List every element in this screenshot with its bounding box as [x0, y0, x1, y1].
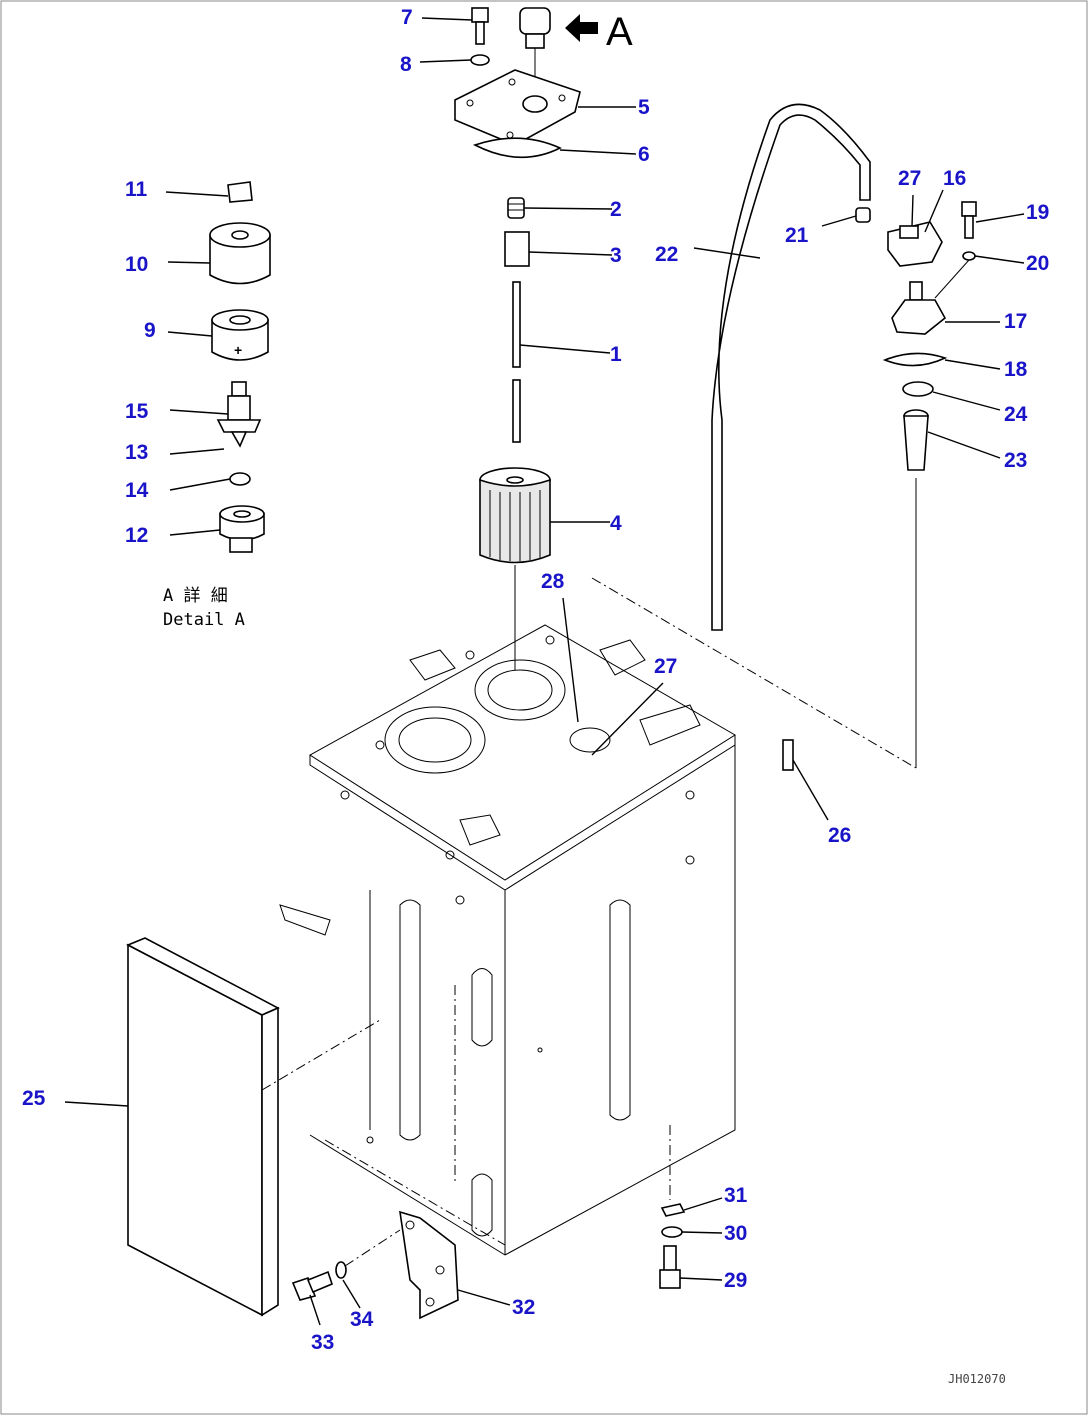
adapter-part-12	[219, 505, 265, 553]
callout-21: 21	[785, 224, 809, 247]
cover-part-5	[454, 69, 581, 146]
callout-14: 14	[125, 479, 149, 502]
callout-10: 10	[125, 253, 148, 276]
valve-part-15	[216, 381, 262, 448]
drawing-code: JH012070	[948, 1372, 1006, 1386]
callout-34: 34	[350, 1308, 374, 1331]
plate-part-26	[782, 739, 794, 771]
hose-assembly	[591, 103, 977, 771]
cap-part-10	[209, 222, 271, 285]
washer-part-20	[962, 251, 976, 261]
oring-part-14	[229, 472, 251, 486]
detail-caption-jp: A 詳 細	[163, 586, 228, 606]
callout-11: 11	[125, 178, 148, 201]
callout-25: 25	[22, 1087, 46, 1110]
gasket-part-18	[882, 352, 948, 367]
callout-12: 12	[125, 524, 148, 547]
svg-text:+: +	[234, 342, 242, 358]
callout-6: 6	[638, 143, 650, 166]
washer-part-34	[335, 1261, 347, 1279]
callout-5: 5	[638, 96, 650, 119]
callout-27-top: 27	[898, 167, 921, 190]
clip-part-21	[855, 207, 871, 223]
gasket-part-6	[472, 137, 562, 159]
bolt-part-29	[659, 1245, 681, 1289]
callout-7: 7	[401, 6, 413, 29]
callout-33: 33	[311, 1331, 334, 1354]
callout-1: 1	[610, 343, 622, 366]
clamp-part-11	[227, 181, 253, 203]
bolt-part-33	[291, 1270, 333, 1301]
callout-labels: 7 8 5 6 2 3 1 4 11 10 9 15 13 14 12 22 2…	[22, 6, 1049, 1354]
plate-part-31	[660, 1203, 686, 1217]
callout-4: 4	[610, 512, 622, 535]
callout-29: 29	[724, 1269, 747, 1292]
callout-20: 20	[1026, 252, 1049, 275]
callout-22: 22	[655, 243, 678, 266]
cap-part-17	[891, 281, 947, 335]
callout-18: 18	[1004, 358, 1028, 381]
rod-part-1	[512, 281, 521, 443]
bolt-part-19	[961, 201, 977, 239]
oring-part-24	[902, 381, 934, 397]
breather-cap-detail-a	[519, 7, 551, 49]
valve-part-3	[504, 231, 530, 267]
callout-28: 28	[541, 570, 565, 593]
body-part-9: +	[211, 309, 269, 361]
callout-13: 13	[125, 441, 148, 464]
bolt-part-7	[471, 7, 489, 45]
callout-17: 17	[1004, 310, 1027, 333]
lower-parts	[126, 937, 686, 1320]
filter-assembly	[454, 7, 581, 670]
callout-24: 24	[1004, 403, 1028, 426]
detail-caption-en: Detail A	[163, 610, 245, 630]
hydraulic-tank	[279, 624, 736, 1256]
callout-19: 19	[1026, 201, 1049, 224]
callout-31: 31	[724, 1184, 748, 1207]
callout-8: 8	[400, 53, 412, 76]
hose-part-22	[711, 103, 871, 631]
callout-16: 16	[943, 167, 966, 190]
callout-15: 15	[125, 400, 149, 423]
washer-part-8	[470, 54, 490, 66]
callout-2: 2	[610, 198, 622, 221]
leader-lines	[64, 14, 1025, 1326]
callout-9: 9	[144, 319, 156, 342]
detail-a-assembly: +	[209, 181, 271, 553]
callout-3: 3	[610, 244, 622, 267]
washer-part-30	[661, 1226, 683, 1238]
view-marker-label: A	[606, 10, 633, 54]
strainer-part-23	[903, 409, 929, 768]
callout-23: 23	[1004, 449, 1027, 472]
callout-27-tank: 27	[654, 655, 677, 678]
view-arrow-icon	[565, 14, 598, 42]
callout-32: 32	[512, 1296, 535, 1319]
bracket-part-32	[399, 1210, 459, 1320]
adapter-part-27	[887, 221, 943, 267]
spring-part-2	[507, 197, 525, 219]
element-part-4	[479, 467, 551, 564]
callout-26: 26	[828, 824, 851, 847]
callout-30: 30	[724, 1222, 747, 1245]
